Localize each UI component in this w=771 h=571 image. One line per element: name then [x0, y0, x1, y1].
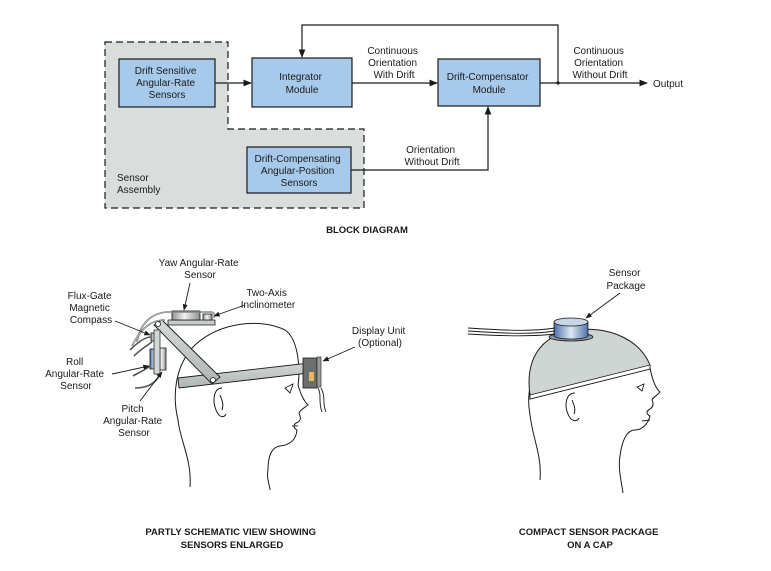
inclinometer-body — [202, 313, 213, 321]
sensor-assembly-label: Sensor Assembly — [117, 173, 160, 196]
sensor-package — [548, 317, 594, 342]
svg-text:Integrator Module: Integrator Module — [279, 72, 325, 96]
cap-figure: Sensor Package COMPACT SENSOR PACKAGE ON… — [467, 268, 661, 551]
block-diagram-title: BLOCK DIAGRAM — [326, 225, 408, 236]
signal-without-drift-label: Continuous Orientation Without Drift — [572, 46, 627, 81]
sensor-package-callout: Sensor Package — [607, 268, 646, 292]
inclinometer-callout: Two-Axis Inclinometer — [241, 288, 296, 311]
output-label: Output — [653, 79, 683, 90]
integrator-module-block: Integrator Module — [251, 57, 353, 108]
arrow-position-sensors-to-compensator — [351, 106, 492, 171]
left-figure-caption: PARTLY SCHEMATIC VIEW SHOWING SENSORS EN… — [145, 527, 318, 551]
pitch-sensor-callout: Pitch Angular-Rate Sensor — [103, 404, 165, 439]
orientation-without-drift-label: Orientation Without Drift — [404, 145, 459, 168]
cap-wires — [467, 327, 556, 337]
compass-callout: Flux-Gate Magnetic Compass — [68, 291, 115, 326]
feedback-arrow — [298, 24, 559, 83]
svg-text:Drift Sensitive Angula: Drift Sensitive Angular-Rate Sensors — [135, 66, 199, 101]
ear — [213, 387, 227, 418]
cap-band — [529, 364, 651, 400]
head-outline — [174, 322, 309, 491]
cap — [528, 328, 651, 400]
signal-with-drift-label: Continuous Orientation With Drift — [367, 46, 420, 81]
yaw-sensor-callout: Yaw Angular-Rate Sensor — [159, 258, 242, 281]
block-diagram: Sensor Assembly Drift Sensitive Angular-… — [104, 24, 683, 236]
display-unit — [302, 356, 327, 413]
svg-text:Drift-Compensator Modu: Drift-Compensator Module — [447, 72, 531, 96]
drift-compensator-module-block: Drift-Compensator Module — [437, 58, 541, 107]
head-with-sensors-figure: Yaw Angular-Rate Sensor Two-Axis Inclino… — [45, 258, 408, 551]
eye-right — [636, 383, 645, 392]
ear-right — [565, 392, 580, 422]
roll-sensor-callout: Roll Angular-Rate Sensor — [45, 357, 107, 392]
mouth-right — [641, 419, 651, 422]
drift-sensitive-sensors-block: Drift Sensitive Angular-Rate Sensors — [118, 58, 216, 108]
eye — [284, 383, 294, 394]
yaw-sensor-body — [171, 310, 201, 321]
display-unit-callout: Display Unit (Optional) — [352, 326, 408, 349]
right-figure-caption: COMPACT SENSOR PACKAGE ON A CAP — [519, 527, 661, 551]
svg-text:Drift-Compensating Ang: Drift-Compensating Angular-Position Sens… — [255, 154, 344, 189]
drift-compensating-sensors-block: Drift-Compensating Angular-Position Sens… — [246, 146, 352, 194]
